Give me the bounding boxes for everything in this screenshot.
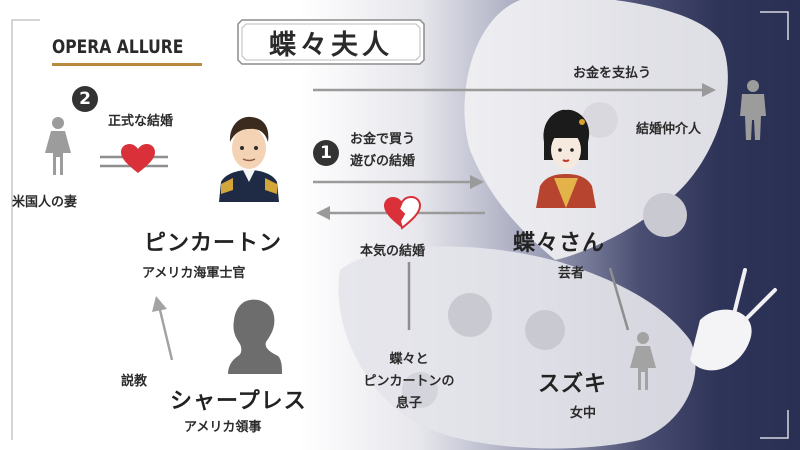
sharpless-name: シャープレス: [170, 389, 307, 414]
butterfly-role: 芸者: [558, 266, 585, 281]
pinkerton-role: アメリカ海軍士官: [142, 266, 246, 281]
son-line2: ピンカートンの: [363, 374, 455, 389]
butterfly-portrait: [536, 109, 596, 208]
wife-name: 米国人の妻: [12, 195, 78, 210]
suzuki-female-person-icon: [630, 332, 656, 390]
son-line1: 蝶々と: [389, 352, 429, 367]
son-line3: 息子: [395, 396, 422, 411]
label-pay: お金を支払う: [573, 66, 652, 81]
sharpless-silhouette-icon: [228, 299, 282, 374]
butterfly-name: 蝶々さん: [513, 231, 606, 256]
marker-one: 1: [313, 140, 339, 166]
logo-underline: [52, 63, 202, 66]
heart-icon: [121, 144, 155, 173]
suzuki-name: スズキ: [538, 372, 608, 397]
logo: OPERA ALLURE: [52, 36, 184, 58]
broken-heart-icon: [384, 196, 421, 230]
sharpless-role: アメリカ領事: [184, 420, 262, 435]
label-formal-marriage: 正式な結婚: [108, 114, 174, 129]
female-person-icon: [45, 117, 71, 175]
title-frame: [237, 19, 425, 65]
suzuki-role: 女中: [570, 406, 597, 421]
pinkerton-portrait: [219, 116, 279, 202]
marker-two: 2: [72, 86, 98, 112]
male-person-icon: [740, 80, 766, 140]
broker-name: 結婚仲介人: [636, 122, 702, 137]
pinkerton-name: ピンカートン: [144, 231, 283, 256]
label-preach: 説教: [121, 374, 148, 389]
page-title: 蝶々夫人: [269, 29, 393, 61]
label-buy-line2: 遊びの結婚: [350, 154, 416, 169]
label-true-love: 本気の結婚: [360, 244, 426, 259]
label-buy-line1: お金で買う: [350, 132, 416, 147]
